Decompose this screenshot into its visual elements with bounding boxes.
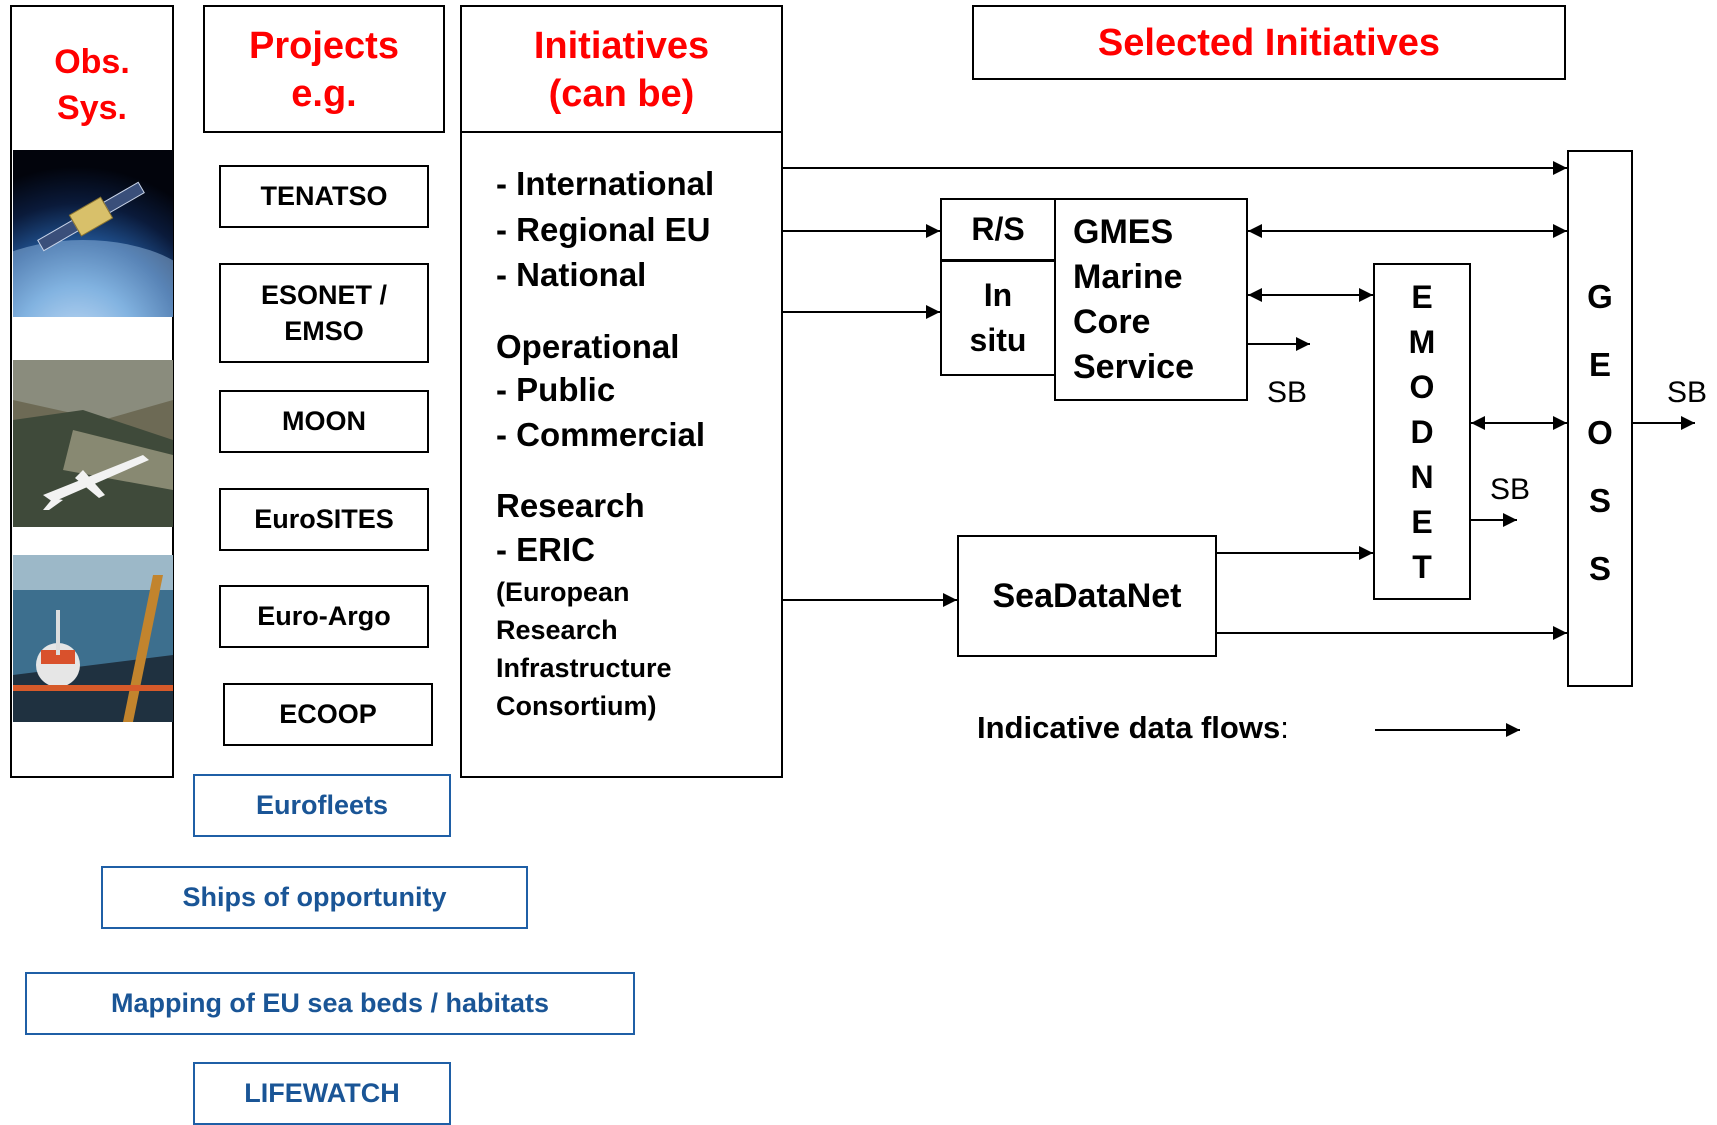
project-euro-argo: Euro-Argo bbox=[219, 585, 429, 648]
project-tenatso: TENATSO bbox=[219, 165, 429, 228]
legend: Indicative data flows: bbox=[977, 710, 1289, 746]
initiative-international: - International bbox=[496, 165, 715, 202]
insitu-box: In situ bbox=[940, 262, 1056, 376]
operational-title: Operational bbox=[496, 328, 680, 365]
emodnet-letter: E bbox=[1411, 279, 1433, 315]
operational-public: - Public bbox=[496, 371, 616, 408]
aircraft-image bbox=[13, 360, 173, 527]
eric-line-1: (European bbox=[496, 577, 630, 607]
geoss-letter: S bbox=[1588, 482, 1611, 519]
legend-label: Indicative data flows bbox=[977, 710, 1281, 745]
geoss-box bbox=[1567, 150, 1633, 687]
emodnet-letter: O bbox=[1409, 369, 1435, 405]
emodnet-letter: T bbox=[1412, 549, 1432, 585]
obs-sys-header: Obs. Sys. bbox=[54, 43, 130, 127]
geoss-letter: S bbox=[1588, 550, 1611, 587]
geoss-letter: G bbox=[1587, 278, 1613, 315]
emodnet-letter: M bbox=[1408, 324, 1436, 360]
initiative-regional-eu: - Regional EU bbox=[496, 211, 711, 248]
emodnet-label: E M O D N E T bbox=[1373, 275, 1471, 590]
research-eric: - ERIC bbox=[496, 531, 595, 568]
emodnet-letter: D bbox=[1410, 414, 1434, 450]
operational-commercial: - Commercial bbox=[496, 416, 706, 453]
sb-label-emodnet: SB bbox=[1490, 473, 1531, 506]
sb-label-geoss: SB bbox=[1667, 376, 1708, 409]
project-ships-of-opportunity: Ships of opportunity bbox=[101, 866, 528, 929]
project-moon: MOON bbox=[219, 390, 429, 453]
project-eurofleets: Eurofleets bbox=[193, 774, 451, 837]
project-mapping-sea-beds: Mapping of EU sea beds / habitats bbox=[25, 972, 635, 1035]
emodnet-box bbox=[1373, 263, 1471, 600]
geoss-letter: O bbox=[1587, 414, 1613, 451]
projects-header-box bbox=[203, 5, 445, 133]
gmes-box bbox=[1054, 198, 1248, 401]
emodnet-letter: N bbox=[1410, 459, 1434, 495]
legend-suffix: : bbox=[1280, 710, 1289, 745]
emodnet-letter: E bbox=[1411, 504, 1433, 540]
gmes-label: GMES Marine Core Service bbox=[1073, 213, 1194, 386]
initiatives-header: Initiatives (can be) bbox=[533, 25, 710, 115]
geoss-label: G E O S S bbox=[1567, 263, 1633, 603]
seadatanet-box: SeaDataNet bbox=[957, 535, 1217, 657]
initiatives-list-box bbox=[460, 131, 783, 778]
eric-line-4: Consortium) bbox=[496, 691, 657, 721]
projects-header: Projects e.g. bbox=[249, 25, 399, 115]
initiative-national: - National bbox=[496, 256, 647, 293]
sb-label-gmes: SB bbox=[1267, 376, 1308, 409]
satellite-image bbox=[13, 150, 173, 317]
project-esonet-emso: ESONET / EMSO bbox=[219, 263, 429, 363]
geoss-letter: E bbox=[1588, 346, 1611, 383]
eric-line-3: Infrastructure bbox=[496, 653, 672, 683]
research-title: Research bbox=[496, 487, 645, 524]
project-eurosites: EuroSITES bbox=[219, 488, 429, 551]
buoy-ship-image bbox=[13, 555, 173, 722]
initiatives-header-box bbox=[460, 5, 783, 133]
project-ecoop: ECOOP bbox=[223, 683, 433, 746]
selected-initiatives-header: Selected Initiatives bbox=[972, 5, 1566, 80]
eric-line-2: Research bbox=[496, 615, 618, 645]
